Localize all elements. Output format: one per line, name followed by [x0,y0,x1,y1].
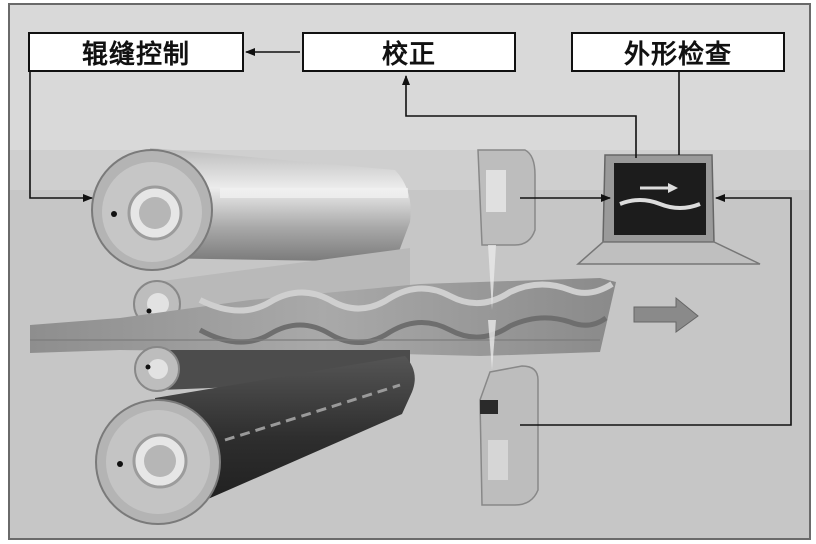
arrow-laptop-to-correct [402,75,637,158]
bottom-backup-roller-icon [95,356,415,525]
shape-inspection-label: 外形检查 [571,32,785,72]
top-backup-roller-icon [91,148,411,271]
arrow-gap-to-roller [29,72,93,202]
arrow-lower-sensor-to-laptop [520,194,792,426]
output-direction-arrow-icon [633,296,699,333]
roll-gap-control-label: 辊缝控制 [28,32,244,72]
laptop-icon [576,154,761,265]
connector-lines [29,48,792,426]
metal-sheet [30,278,616,356]
correction-label: 校正 [302,32,516,72]
lower-sensor-icon [479,320,539,506]
upper-sensor-icon [477,149,536,310]
